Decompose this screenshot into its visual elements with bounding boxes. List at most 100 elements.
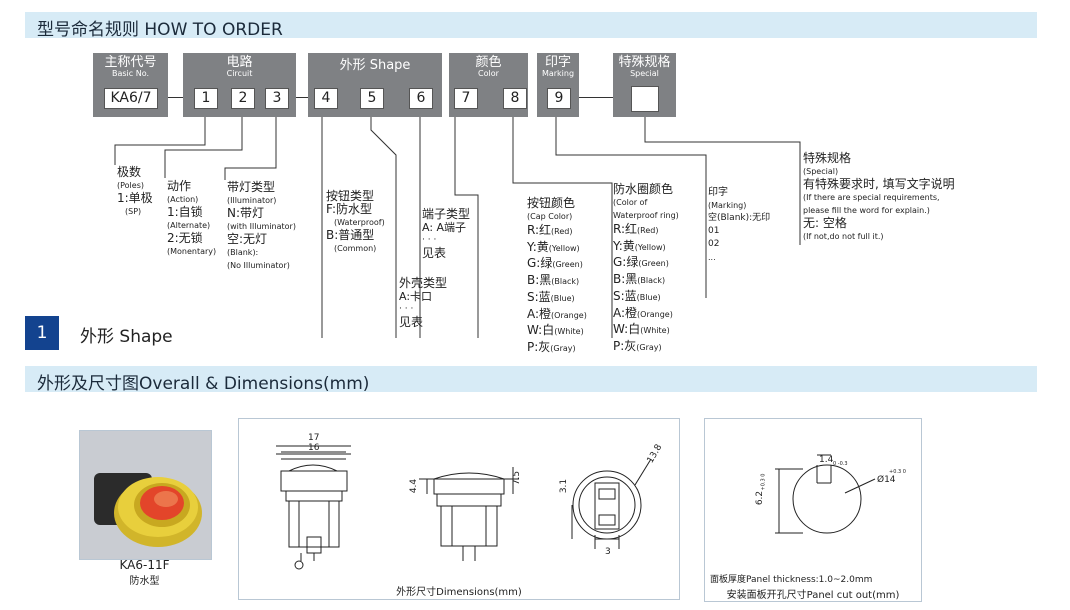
panel-thickness: 面板厚度Panel thickness:1.0~2.0mm	[710, 575, 873, 585]
section-title: 外形 Shape	[80, 327, 173, 347]
color-code: A:橙	[613, 305, 638, 320]
legend-ring-color: 防水圈颜色 (Color of Waterproof ring) R:红(Red…	[613, 183, 679, 356]
dimensions-header-bar: 外形及尺寸图Overall & Dimensions(mm)	[25, 366, 1037, 394]
color-code: Y:黄	[613, 238, 635, 253]
color-code: P:灰	[527, 339, 551, 354]
legend-action: 动作 (Action) 1:自锁 (Alternate) 2:无锁 (Monen…	[167, 179, 217, 257]
legend-cap-color: 按钮颜色 (Cap Color) R:红(Red)Y:黄(Yellow)G:绿(…	[527, 197, 587, 357]
legend-marking: 印字 (Marking) 空(Blank):无印 01 02 ...	[708, 187, 771, 262]
color-option-ring: G:绿(Green)	[613, 255, 679, 272]
code-cell-8: 8	[503, 88, 527, 109]
legend-button-type: 按钮类型 F:防水型 (Waterproof) B:普通型 (Common)	[326, 189, 385, 254]
color-code: A:橙	[527, 306, 552, 321]
color-option-ring: S:蓝(Blue)	[613, 289, 679, 306]
code-cell-5: 5	[360, 88, 384, 109]
color-code: R:红	[613, 222, 638, 236]
color-name-en: (Gray)	[550, 343, 576, 353]
code-cell-4: 4	[314, 88, 338, 109]
color-name-en: (Yellow)	[548, 243, 580, 253]
dim-16: 16	[308, 443, 320, 453]
color-option-ring: B:黑(Black)	[613, 272, 679, 289]
color-code: G:绿	[527, 256, 553, 271]
legend-illuminator: 带灯类型 (Illuminator) N:带灯 (with Illuminato…	[227, 180, 296, 271]
color-option-ring: Y:黄(Yellow)	[613, 239, 679, 256]
code-cell-9: 9	[547, 88, 571, 109]
leader-lines	[114, 117, 801, 338]
section-number-badge: 1	[25, 316, 59, 350]
code-cell-6: 6	[409, 88, 433, 109]
color-name-en: (Green)	[638, 259, 669, 269]
connector-dash	[579, 97, 613, 98]
color-option-ring: P:灰(Gray)	[613, 339, 679, 356]
dim-3-1: 3.1	[559, 478, 570, 494]
code-cell-1: 1	[194, 88, 218, 109]
color-option-ring: W:白(White)	[613, 322, 679, 339]
legend-poles: 极数 (Poles) 1:单极 (SP)	[117, 165, 153, 217]
cutout-dim-1-4-tol: 0 -0.3	[833, 461, 848, 467]
color-name-en: (Orange)	[551, 310, 587, 320]
order-header-bar: 型号命名规则 HOW TO ORDER	[25, 12, 1037, 40]
order-header-title: 型号命名规则 HOW TO ORDER	[37, 20, 283, 40]
product-model: KA6-11F	[119, 558, 170, 572]
cutout-dim-14: Ø14	[877, 475, 896, 485]
dimensions-drawing-panel: 17 16 4.4 7.5 13.8 3.1 3 外形尺寸Dimensions(…	[238, 418, 680, 600]
color-option-cap: S:蓝(Blue)	[527, 290, 587, 307]
color-name-en: (Red)	[637, 226, 659, 235]
color-code: W:白	[613, 322, 641, 337]
color-code: P:灰	[613, 338, 637, 353]
color-code: Y:黄	[527, 239, 549, 254]
dim-17: 17	[308, 433, 320, 443]
cutout-dim-1-4: 1.4	[819, 455, 834, 465]
dim-4-4: 4.4	[409, 478, 420, 494]
dim-3: 3	[605, 547, 611, 557]
color-name-en: (Gray)	[636, 342, 662, 352]
legend-special: 特殊规格 (Special) 有特殊要求时, 填写文字说明 (If there …	[803, 151, 955, 242]
product-type: 防水型	[129, 576, 160, 587]
legend-terminal: 端子类型 A: A端子 · · · 见表	[422, 207, 471, 260]
cutout-panel: 1.4 0 -0.3 6.2 +0.3 0 Ø14 +0.3 0 面板厚度Pan…	[704, 418, 922, 602]
color-name-en: (Black)	[637, 276, 666, 286]
color-name-en: (Red)	[551, 227, 573, 236]
color-code: B:黑	[527, 273, 552, 288]
color-code: R:红	[527, 223, 552, 237]
cutout-drawing	[775, 454, 876, 534]
color-option-ring: A:橙(Orange)	[613, 306, 679, 323]
color-name-en: (Green)	[552, 260, 583, 270]
code-cell-7: 7	[454, 88, 478, 109]
product-photo	[79, 430, 212, 560]
dim-7-5: 7.5	[512, 470, 523, 486]
color-option-cap: Y:黄(Yellow)	[527, 240, 587, 257]
code-cell-2: 2	[231, 88, 255, 109]
color-option-cap: P:灰(Gray)	[527, 340, 587, 357]
color-code: S:蓝	[527, 289, 551, 304]
color-option-cap: G:绿(Green)	[527, 256, 587, 273]
dimensions-header-title: 外形及尺寸图Overall & Dimensions(mm)	[37, 374, 370, 394]
color-name-en: (Orange)	[637, 309, 673, 319]
color-code: W:白	[527, 323, 555, 338]
color-name-en: (Yellow)	[634, 242, 666, 252]
color-option-cap: A:橙(Orange)	[527, 307, 587, 324]
color-option-cap: W:白(White)	[527, 323, 587, 340]
push-button-image	[94, 473, 202, 547]
color-option-cap: R:红(Red)	[527, 223, 587, 240]
legend-housing: 外壳类型 A:卡口 · · · 见表	[399, 276, 448, 329]
connector-dash	[168, 97, 183, 98]
dimension-drawing	[276, 445, 652, 570]
color-name-en: (White)	[640, 326, 670, 336]
color-name-en: (Black)	[551, 277, 580, 287]
cutout-dim-6-2-tol: +0.3 0	[760, 473, 767, 491]
color-name-en: (White)	[554, 327, 584, 337]
color-option-ring: R:红(Red)	[613, 222, 679, 239]
color-code: S:蓝	[613, 288, 637, 303]
cutout-dim-14-tol: +0.3 0	[889, 469, 906, 475]
code-cell-3: 3	[265, 88, 289, 109]
cutout-caption: 安装面板开孔尺寸Panel cut out(mm)	[726, 590, 900, 601]
connector-dash	[296, 97, 308, 98]
color-option-cap: B:黑(Black)	[527, 273, 587, 290]
color-name-en: (Blue)	[636, 292, 661, 302]
cutout-dim-6-2: 6.2	[755, 490, 766, 506]
dimensions-caption: 外形尺寸Dimensions(mm)	[396, 587, 522, 598]
code-cell-basic: KA6/7	[104, 88, 158, 109]
color-code: G:绿	[613, 255, 639, 270]
color-code: B:黑	[613, 272, 638, 287]
